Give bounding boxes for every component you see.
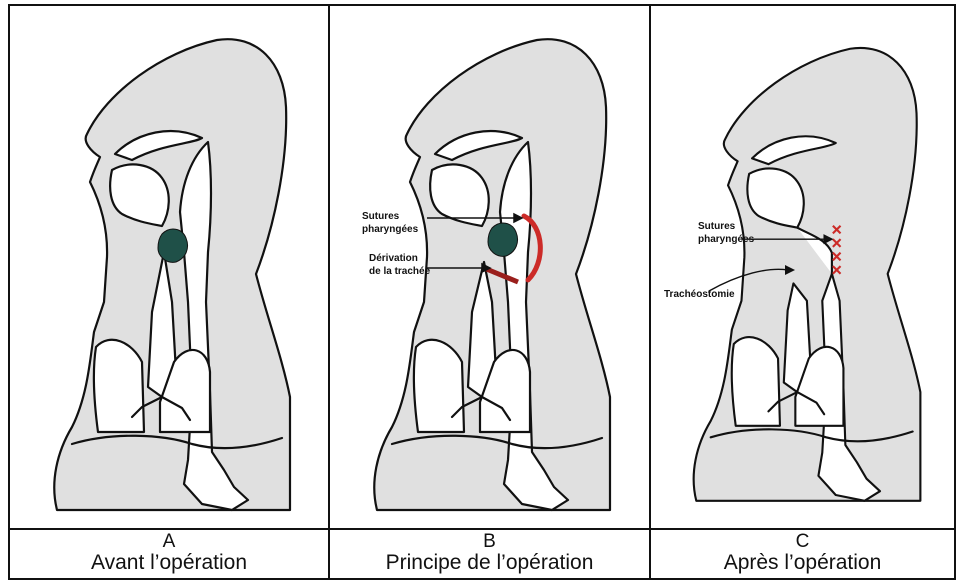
caption-title: Avant l’opération — [10, 552, 328, 574]
panel-divider — [328, 6, 330, 578]
caption-b: B Principe de l’opération — [330, 532, 649, 574]
caption-c: C Après l’opération — [651, 532, 954, 574]
caption-letter: B — [330, 532, 649, 552]
panel-a-illustration — [12, 12, 326, 526]
caption-letter: A — [10, 532, 328, 552]
caption-a: A Avant l’opération — [10, 532, 328, 574]
tumor — [488, 223, 518, 256]
caption-letter: C — [651, 532, 954, 552]
tumor — [158, 229, 188, 262]
left-lung — [732, 337, 780, 426]
caption-title: Principe de l’opération — [330, 552, 649, 574]
left-lung — [414, 340, 464, 432]
panel-divider — [649, 6, 651, 578]
label-tracheostomie: Trachéostomie — [664, 289, 735, 302]
left-lung — [94, 340, 144, 432]
caption-divider — [10, 528, 954, 530]
panel-c-illustration — [653, 12, 955, 526]
caption-title: Après l’opération — [651, 552, 954, 574]
